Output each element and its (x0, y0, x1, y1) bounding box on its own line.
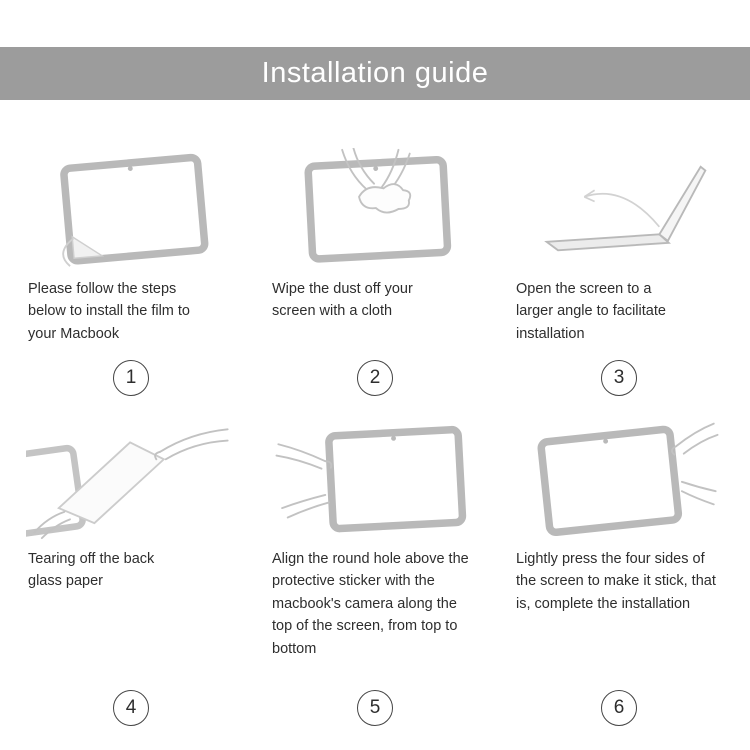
tablet-film-peel-illustration (22, 148, 240, 270)
step-5: Align the round hole above the protectiv… (258, 418, 492, 730)
step-3: Open the screen to a larger angle to fac… (502, 148, 736, 400)
step-number: 3 (613, 367, 625, 388)
step-caption: Align the round hole above the protectiv… (272, 551, 469, 657)
step-number-badge: 4 (113, 690, 149, 726)
open-laptop-angle-illustration (510, 148, 728, 270)
step-4: Tearing off the back glass paper 4 (14, 418, 248, 730)
step-caption: Please follow the steps below to install… (28, 281, 190, 342)
tear-back-paper-illustration (22, 418, 240, 540)
steps-row-1: Please follow the steps below to install… (0, 148, 750, 400)
step-number-badge: 5 (357, 690, 393, 726)
step-number-badge: 2 (357, 360, 393, 396)
header-bar: Installation guide (0, 47, 750, 100)
step-6: Lightly press the four sides of the scre… (502, 418, 736, 730)
step-number: 4 (125, 697, 137, 718)
step-caption: Wipe the dust off your screen with a clo… (272, 281, 413, 320)
steps-row-2: Tearing off the back glass paper 4 (0, 418, 750, 730)
wipe-screen-cloth-illustration (266, 148, 484, 270)
step-number: 5 (369, 697, 381, 718)
step-number: 2 (369, 367, 381, 388)
step-caption: Lightly press the four sides of the scre… (516, 551, 716, 612)
step-number: 1 (125, 367, 137, 388)
step-number-badge: 1 (113, 360, 149, 396)
step-number-badge: 3 (601, 360, 637, 396)
step-number: 6 (613, 697, 625, 718)
step-1: Please follow the steps below to install… (14, 148, 248, 400)
step-number-badge: 6 (601, 690, 637, 726)
press-four-sides-illustration (510, 418, 728, 540)
installation-guide-page: Installation guide Please follow the ste… (0, 47, 750, 750)
step-2: Wipe the dust off your screen with a clo… (258, 148, 492, 400)
align-camera-hole-illustration (266, 418, 484, 540)
step-caption: Open the screen to a larger angle to fac… (516, 281, 666, 342)
step-caption: Tearing off the back glass paper (28, 551, 155, 590)
page-title: Installation guide (261, 57, 489, 89)
